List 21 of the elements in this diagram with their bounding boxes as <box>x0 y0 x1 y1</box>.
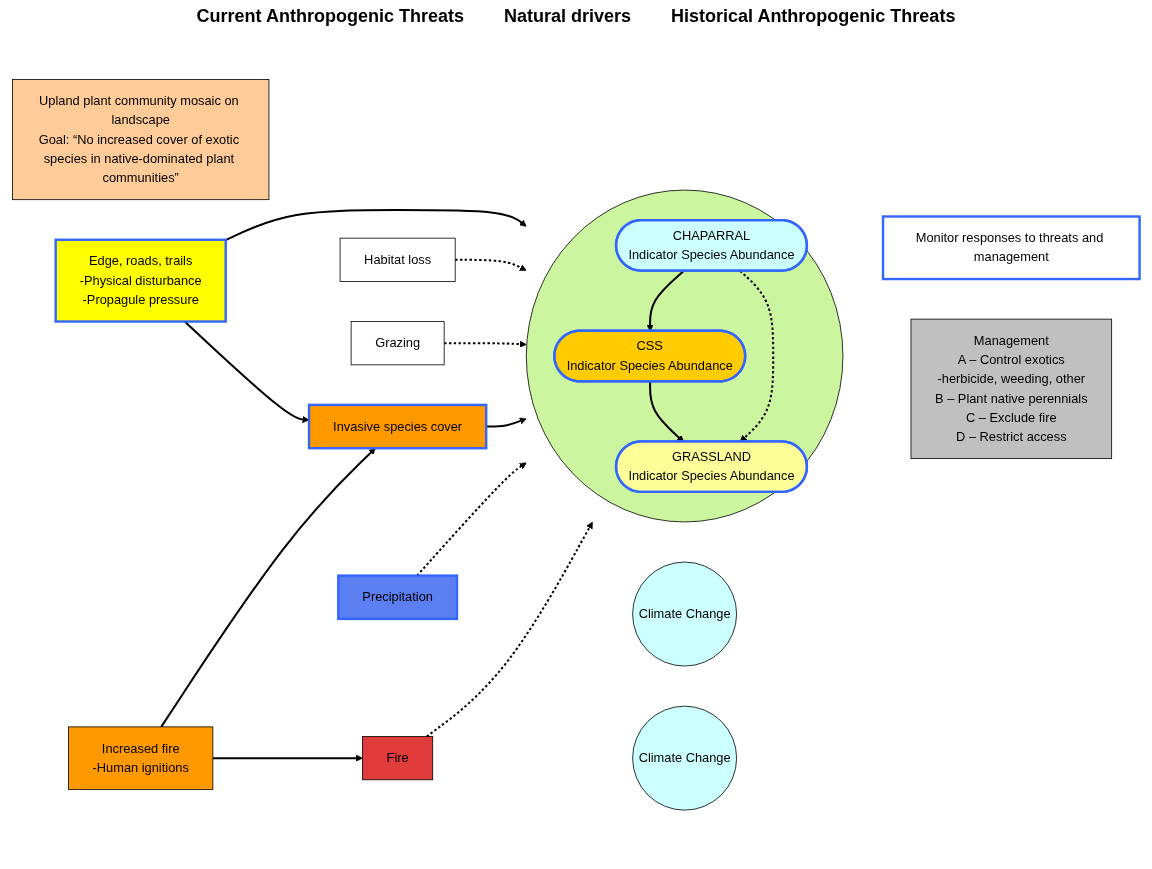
arrow <box>211 754 363 762</box>
node-circle: Climate Change <box>632 705 737 811</box>
arrow <box>160 448 376 729</box>
group-heading: Natural drivers <box>503 6 631 27</box>
group-heading: Current Anthropogenic Threats <box>196 6 464 27</box>
node-box: Grazing <box>350 321 445 366</box>
node-box: Upland plant community mosaic on landscape Goal: “No increased cover of exotic species in native-dominated plant communities” <box>12 79 270 201</box>
node-box: Management A – Control exotics -herbicide, weeding, other B – Plant native perennials C – Exclude fire D – Restrict access <box>910 318 1113 460</box>
node-box: Habitat loss <box>339 237 456 283</box>
node-circle: Climate Change <box>632 561 737 667</box>
arrow <box>224 209 527 242</box>
arrow <box>454 259 527 272</box>
group-heading: Historical Anthropogenic Threats <box>671 6 956 27</box>
node-box: Invasive species cover <box>307 403 488 450</box>
node-box: Monitor responses to threats and management <box>881 215 1141 281</box>
node-box: Precipitation <box>337 574 459 621</box>
node-box: Increased fire -Human ignitions <box>68 726 214 791</box>
node-box: Edge, roads, trails -Physical disturbance -Propagule pressure <box>54 238 227 323</box>
node-box: Fire <box>362 736 434 781</box>
arrow <box>425 521 593 738</box>
arrow <box>443 340 527 348</box>
